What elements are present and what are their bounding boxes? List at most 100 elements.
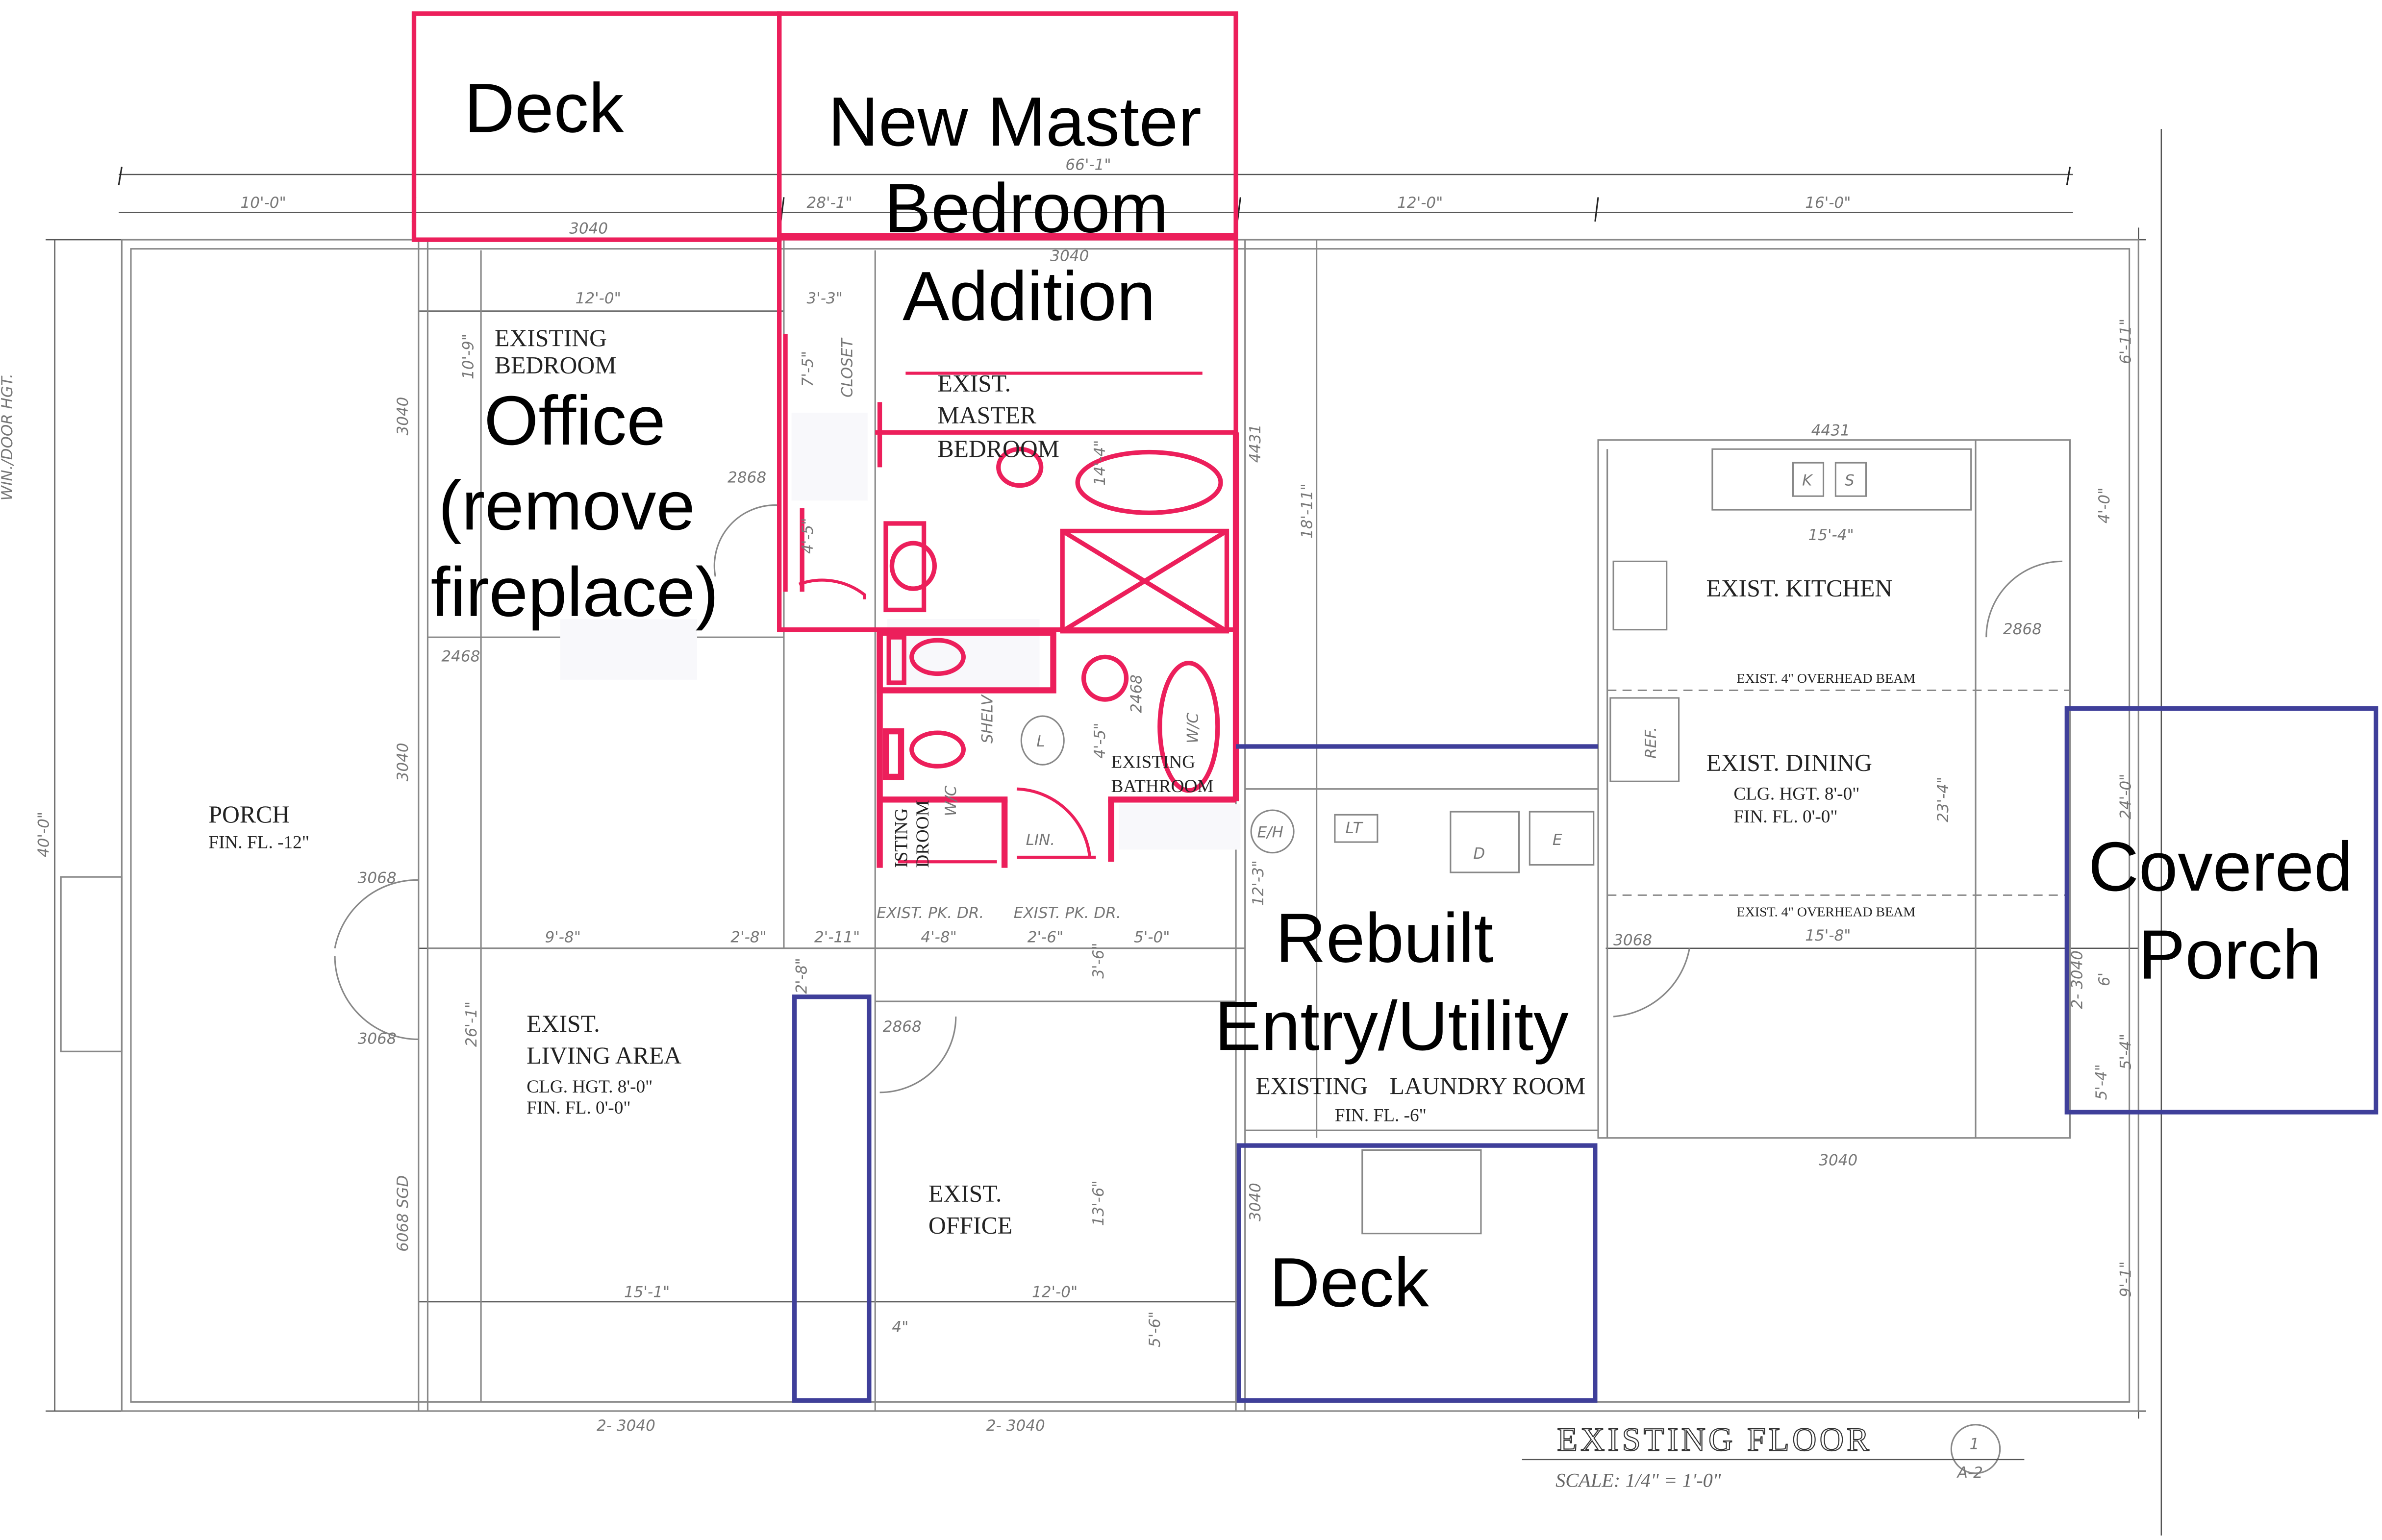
annotation-office: Office (484, 382, 665, 460)
dim-label: 9'-8" (545, 928, 581, 946)
window-tag: 4431 (1247, 424, 1264, 463)
dim-label: 5'-4" (2117, 1034, 2135, 1069)
annotation-office: (remove (438, 467, 695, 545)
room-label: EXIST. (527, 1010, 600, 1037)
room-label: EXIST. (928, 1180, 1002, 1207)
pocket-door-label: EXIST. PK. DR. (877, 904, 984, 922)
dryer-label: D (1473, 845, 1485, 863)
room-note: FIN. FL. 0'-0" (1733, 807, 1837, 827)
drawing-title: EXISTING FLOOR (1557, 1420, 1872, 1458)
proposed-red-markup (411, 11, 1239, 868)
dim-label: 40'-0" (35, 812, 52, 857)
dim-label: 10'-9" (460, 334, 477, 379)
room-label: EXIST. KITCHEN (1706, 575, 1892, 602)
sink-label: S (1845, 472, 1855, 490)
window-tag: 3040 (1819, 1151, 1857, 1169)
room-labels: EXISTING BEDROOM EXIST. MASTER BEDROOM P… (208, 324, 1915, 1239)
drawing-scale: SCALE: 1/4" = 1'-0" (1555, 1469, 1722, 1491)
dim-label: 3'-6" (1090, 943, 1107, 978)
dim-label: 18'-11" (1298, 483, 1316, 539)
dim-label: 15'-4" (1808, 526, 1854, 544)
dim-label: 4'-8" (921, 928, 957, 946)
room-note: CLG. HGT. 8'-0" (527, 1077, 652, 1097)
dim-label: 12'-3" (1250, 860, 1267, 906)
eh-label: E/H (1257, 824, 1283, 842)
window-door-tags: 3040 3040 3040 3040 2468 2868 2868 3068 … (358, 220, 2086, 1435)
dim-label: 4'-5" (1091, 722, 1109, 758)
window-tag: 2- 3040 (986, 1417, 1045, 1435)
sink-label: K (1802, 472, 1813, 490)
dim-overall: 66'-1" (1065, 156, 1111, 174)
room-label: DROOM (913, 800, 933, 868)
dim-label: 15'-8" (1805, 927, 1851, 944)
room-label: MASTER (938, 402, 1036, 429)
wc-label: W/C (942, 785, 960, 816)
side-note: WIN./DOOR HGT. (0, 373, 16, 500)
dim-label: 9'-1" (2117, 1261, 2135, 1297)
dimension-lines (46, 129, 2162, 1536)
closet-label: CLOSET (839, 338, 856, 397)
window-tag: 2- 3040 (2068, 950, 2086, 1009)
window-tag: 3040 (1247, 1183, 1264, 1221)
window-tag: 2- 3040 (597, 1417, 655, 1435)
lav-label: L (1036, 733, 1045, 750)
dim-label: 10'-0" (241, 194, 286, 212)
dim-label: 15'-1" (624, 1284, 670, 1301)
title-block: EXISTING FLOOR SCALE: 1/4" = 1'-0" 1 A-2 (1555, 1420, 1983, 1491)
annotation-rebuilt-entry: Rebuilt (1276, 899, 1494, 977)
shelv-label: SHELV (978, 694, 996, 743)
room-label: PORCH (208, 801, 290, 828)
annotation-office: fireplace) (431, 553, 719, 631)
door-tag: 2868 (727, 469, 766, 486)
annotation-covered-porch: Covered (2088, 828, 2353, 906)
dim-label: 2'-6" (1028, 928, 1064, 946)
annotation-covered-porch: Porch (2138, 916, 2321, 994)
annotation-new-master: Addition (903, 257, 1155, 335)
dim-label: 5'-6" (1146, 1312, 1164, 1347)
room-label: EXISTING (495, 324, 607, 351)
window-tag: 3040 (394, 743, 412, 781)
room-label: BEDROOM (495, 352, 616, 379)
annotations: Deck New Master Bedroom Addition Office … (431, 70, 2353, 1322)
door-tag: 2868 (883, 1018, 922, 1036)
room-note: FIN. FL. 0'-0" (527, 1098, 630, 1118)
window-tag: 2468 (441, 648, 480, 666)
window-tag: 3040 (1050, 247, 1089, 265)
room-note: FIN. FL. -6" (1335, 1106, 1427, 1126)
door-tag: 6068 SGD (394, 1175, 412, 1252)
dim-label: 16'-0" (1805, 194, 1851, 212)
dimension-labels: 66'-1" 10'-0" 28'-1" 12'-0" 16'-0" 12'-0… (0, 156, 2135, 1347)
dim-label: 28'-1" (807, 194, 853, 212)
dim-label: 4'-5" (799, 518, 817, 554)
window-tag: 3040 (569, 220, 608, 238)
room-label: OFFICE (928, 1212, 1012, 1239)
room-label: EXISTING (1111, 752, 1195, 772)
dim-label: 6' (2096, 972, 2113, 986)
detail-number: 1 (1970, 1435, 1980, 1453)
dim-label: 4'-0" (2096, 488, 2113, 523)
annotation-new-master: Bedroom (884, 170, 1168, 248)
sheet-number: A-2 (1956, 1464, 1983, 1482)
dim-label: 24'-0" (2117, 774, 2135, 820)
dim-label: 6'-11" (2117, 319, 2135, 364)
dim-label: 13'-6" (1090, 1180, 1107, 1226)
dim-label: 12'-0" (1397, 194, 1443, 212)
window-tag: 2468 (1128, 674, 1146, 713)
ref-label: REF. (1642, 727, 1660, 759)
annotation-deck-bottom: Deck (1269, 1243, 1429, 1321)
annotation-deck-top: Deck (464, 70, 624, 148)
room-label: BATHROOM (1111, 776, 1213, 796)
dim-label: 12'-0" (1032, 1284, 1078, 1301)
annotation-new-master: New Master (828, 83, 1202, 161)
dim-label: 7'-5" (799, 351, 817, 387)
beam-note: EXIST. 4" OVERHEAD BEAM (1737, 905, 1916, 920)
room-label: LIVING AREA (527, 1042, 681, 1069)
wc-label: W/C (1184, 713, 1202, 744)
dim-label: 12'-0" (576, 290, 621, 307)
room-note: FIN. FL. -12" (208, 832, 309, 852)
door-tag: 2868 (2003, 621, 2042, 638)
door-tag: 3068 (358, 869, 397, 887)
dim-label: 2'-8" (730, 928, 767, 946)
lin-label: LIN. (1026, 831, 1055, 849)
